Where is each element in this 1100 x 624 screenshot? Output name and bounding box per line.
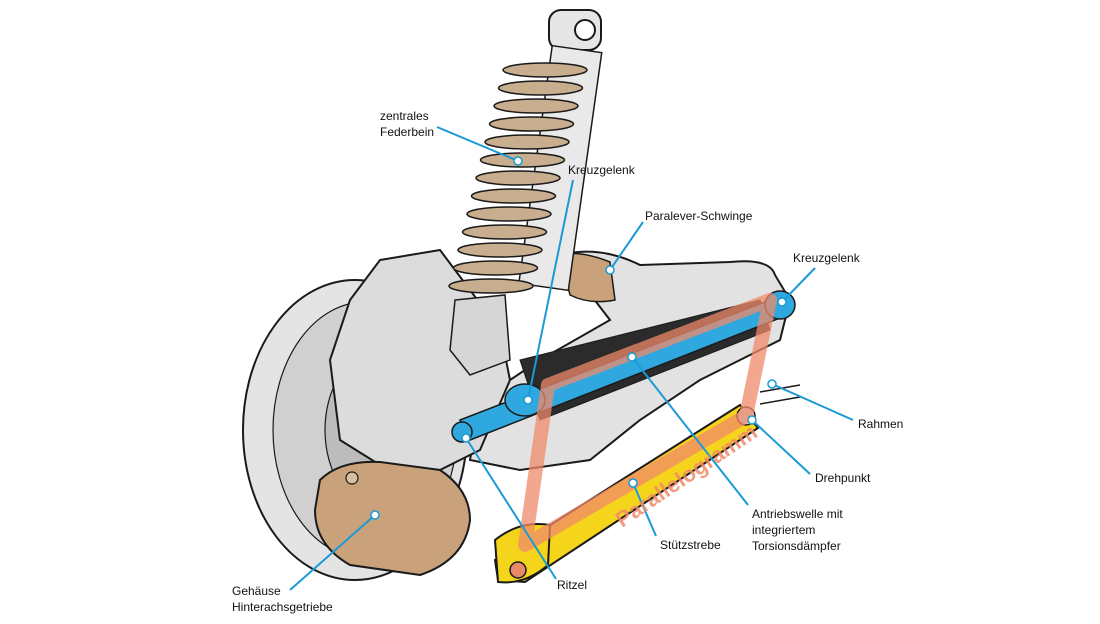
leader-kreuzgelenk-right [781,267,816,303]
leader-end-dot-icon [605,265,615,275]
label-drehpunkt: Drehpunkt [815,471,871,485]
leader-lines [289,126,854,591]
spring-coil [475,170,561,186]
leader-end-dot-icon [370,510,380,520]
leader-end-dot-icon [513,156,523,166]
leader-end-dot-icon [747,415,757,425]
spring-coil [457,242,543,258]
spring-coil [497,80,584,96]
leader-end-dot-icon [628,478,638,488]
spring-coil [484,134,570,150]
leader-end-dot-icon [767,379,777,389]
leader-kreuzgelenk-top [527,179,574,401]
label-kreuzgelenk-right: Kreuzgelenk [793,251,860,265]
spring-coil [488,116,575,132]
spring-coil [466,206,552,222]
parallelogram-overlay [518,293,777,552]
leader-drehpunkt [751,419,811,475]
leader-gehaeuse [289,514,376,591]
leader-federbein [436,126,519,162]
label-gehaeuse: Gehäuse Hinterachsgetriebe [232,584,333,614]
label-kreuzgelenk-top: Kreuzgelenk [568,163,635,177]
spring-coil [493,98,579,114]
leader-end-dot-icon [627,352,637,362]
label-antriebswelle: Antriebswelle mit integriertem Torsionsd… [752,507,843,553]
spring-strut [448,9,603,376]
leader-paralever [609,221,644,271]
leader-end-dot-icon [523,395,533,405]
spring-coil [448,278,534,294]
spring-coil [470,188,557,204]
leader-rahmen [771,383,854,421]
label-ritzel: Ritzel [557,578,588,592]
label-federbein: zentrales Federbein [380,109,435,139]
leader-end-dot-icon [461,433,471,443]
label-paralever: Paralever-Schwinge [645,209,753,223]
spring-coil [452,260,539,276]
leader-ritzel [465,437,557,580]
spring-coil [461,224,548,240]
label-rahmen: Rahmen [858,417,904,431]
leader-end-dot-icon [777,297,787,307]
leader-antriebswelle [631,356,749,506]
label-stuetzstrebe: Stützstrebe [660,538,721,552]
leader-stuetzstrebe [632,482,657,537]
spring-coil [502,62,588,78]
